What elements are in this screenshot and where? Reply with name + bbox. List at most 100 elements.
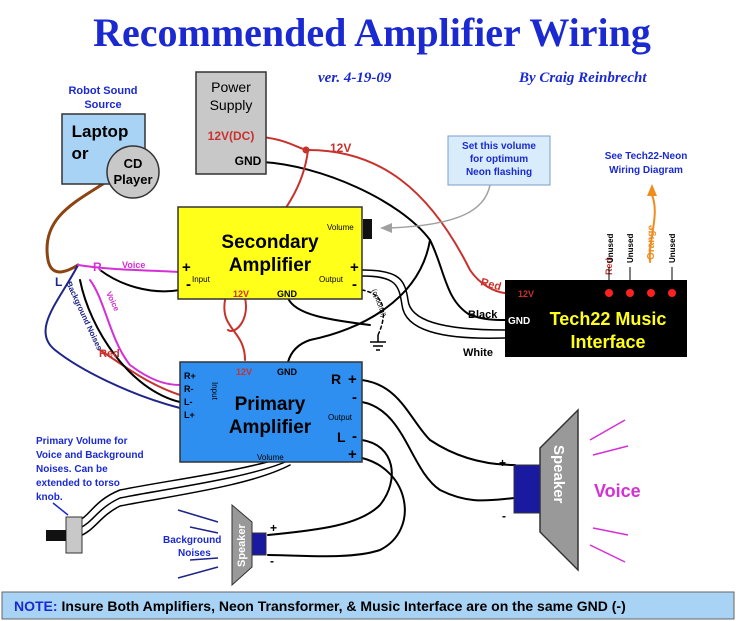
primary-l-plus: +	[348, 446, 357, 463]
tech22-label-1: Tech22 Music	[550, 309, 667, 329]
voice-speaker: Speaker + -	[499, 408, 579, 572]
primary-12v-label: 12V	[236, 367, 252, 377]
led-unused-2	[668, 289, 676, 297]
primary-volume-note-1: Primary Volume for	[36, 436, 128, 447]
volume-wire-3	[79, 464, 291, 537]
12v-junction-dot	[302, 146, 310, 154]
red-input-wire	[99, 349, 181, 396]
red-wire-label: Red	[479, 276, 502, 293]
primary-volume-note-2: Voice and Background	[36, 450, 144, 461]
player-label: Player	[113, 172, 152, 187]
version-label: ver. 4-19-09	[318, 70, 392, 86]
background-noises-caption-2: Noises	[178, 548, 211, 559]
audio-cable	[45, 176, 114, 274]
small-speaker-plus: +	[270, 521, 277, 535]
gnd-primary-wire	[287, 239, 431, 363]
primary-r-label: R	[331, 371, 341, 387]
laptop-or-label: or	[72, 144, 89, 163]
tech22-leds	[605, 289, 676, 297]
primary-volume-note-5: knob.	[36, 492, 63, 503]
primary-volume-note-4: extended to torso	[36, 478, 120, 489]
big-speaker-label: Speaker	[550, 445, 567, 504]
big-speaker-minus: -	[502, 509, 506, 523]
tech22-interface-box	[505, 280, 687, 357]
red-left-wire-label: Red	[99, 348, 120, 360]
white-wire-label: White	[463, 347, 493, 359]
secondary-output-minus: -	[352, 276, 357, 293]
big-speaker-magnet	[513, 464, 541, 514]
cd-player-disc	[106, 145, 160, 199]
primary-l-label: L	[337, 429, 346, 445]
primary-l-plus-label: L+	[184, 410, 195, 420]
black-wire-label: Black	[468, 309, 498, 321]
big-speaker-sound-waves	[589, 419, 629, 563]
secondary-volume-knob[interactable]	[363, 219, 372, 239]
page-title: Recommended Amplifier Wiring	[93, 10, 651, 55]
note-text: NOTE: Insure Both Amplifiers, Neon Trans…	[14, 598, 626, 614]
volume-pointer-arrowhead	[380, 223, 392, 233]
secondary-input-plus: +	[182, 259, 191, 276]
primary-r-minus: -	[352, 389, 357, 406]
robot-sound-label-1: Robot Sound	[68, 85, 137, 97]
pin-orange-label: Orange	[646, 225, 657, 260]
r-wire-label: R	[93, 260, 102, 274]
primary-volume-note-3: Noises. Can be	[36, 464, 108, 475]
secondary-output-label: Output	[319, 275, 344, 284]
secondary-gnd-label: GND	[277, 289, 298, 299]
led-unused-1	[626, 289, 634, 297]
gnd-secondary-wire	[287, 297, 371, 326]
pin-unused-1-label: Unused	[606, 234, 615, 263]
secondary-amp-label-2: Amplifier	[229, 255, 312, 276]
secondary-amplifier-box	[177, 206, 363, 300]
left-channel-wire	[44, 264, 181, 409]
primary-amp-label-1: Primary	[235, 394, 306, 415]
led-orange	[647, 289, 655, 297]
tech22-note-1: See Tech22-Neon	[605, 151, 688, 162]
12v-loop-wire	[227, 297, 247, 332]
wires	[44, 136, 657, 558]
pin-unused-2-label: Unused	[626, 234, 635, 263]
secondary-12v-label: 12V	[233, 289, 249, 299]
remote-volume-knob[interactable]	[46, 530, 66, 541]
small-speaker-magnet	[251, 532, 267, 556]
note-bar	[1, 591, 735, 620]
note-prefix: NOTE:	[14, 598, 58, 614]
voice-caption: Voice	[594, 481, 641, 501]
power-supply-box	[195, 71, 267, 175]
primary-r-plus: +	[348, 371, 357, 388]
secondary-input-label: Input	[192, 275, 211, 284]
voice-diag-label: Voice	[104, 290, 121, 313]
set-volume-note-3: Neon flashing	[466, 167, 532, 178]
robot-sound-label-2: Source	[84, 99, 121, 111]
volume-pointer-arrow	[389, 184, 491, 229]
small-speaker-label: Speaker	[236, 523, 248, 567]
l-plus-speaker-wire	[267, 457, 406, 558]
set-volume-note-2: for optimum	[470, 154, 528, 165]
set-volume-note-box	[447, 135, 551, 186]
primary-r-plus-label: R+	[184, 371, 196, 381]
r-plus-speaker-wire	[361, 379, 516, 466]
primary-l-minus: -	[352, 428, 357, 445]
primary-r-minus-label: R-	[184, 384, 194, 394]
orange-arrowhead	[647, 184, 657, 196]
led-red	[605, 289, 613, 297]
voice-wire-secondary	[77, 264, 181, 273]
r-minus-speaker-wire	[361, 401, 516, 502]
l-wire-label: L	[55, 275, 62, 289]
pin-unused-3-label: Unused	[668, 234, 677, 263]
remote-volume-body	[65, 516, 83, 554]
psu-gnd-label: GND	[235, 154, 262, 168]
psu-12v-label: 12V(DC)	[208, 129, 255, 143]
power-supply-label-2: Supply	[210, 97, 253, 113]
power-supply-label-1: Power	[211, 79, 251, 95]
small-speaker-minus: -	[270, 554, 274, 568]
secondary-amp-label-1: Secondary	[221, 232, 319, 253]
secondary-output-plus: +	[350, 259, 359, 276]
author-label: By Craig Reinbrecht	[518, 70, 647, 86]
tech22-note-2: Wiring Diagram	[609, 165, 683, 176]
secondary-volume-label: Volume	[327, 223, 354, 232]
volume-note-pointer	[52, 502, 69, 516]
secondary-input-minus: -	[186, 276, 191, 293]
l-minus-speaker-wire	[267, 439, 393, 536]
tech22-label-2: Interface	[570, 332, 645, 352]
